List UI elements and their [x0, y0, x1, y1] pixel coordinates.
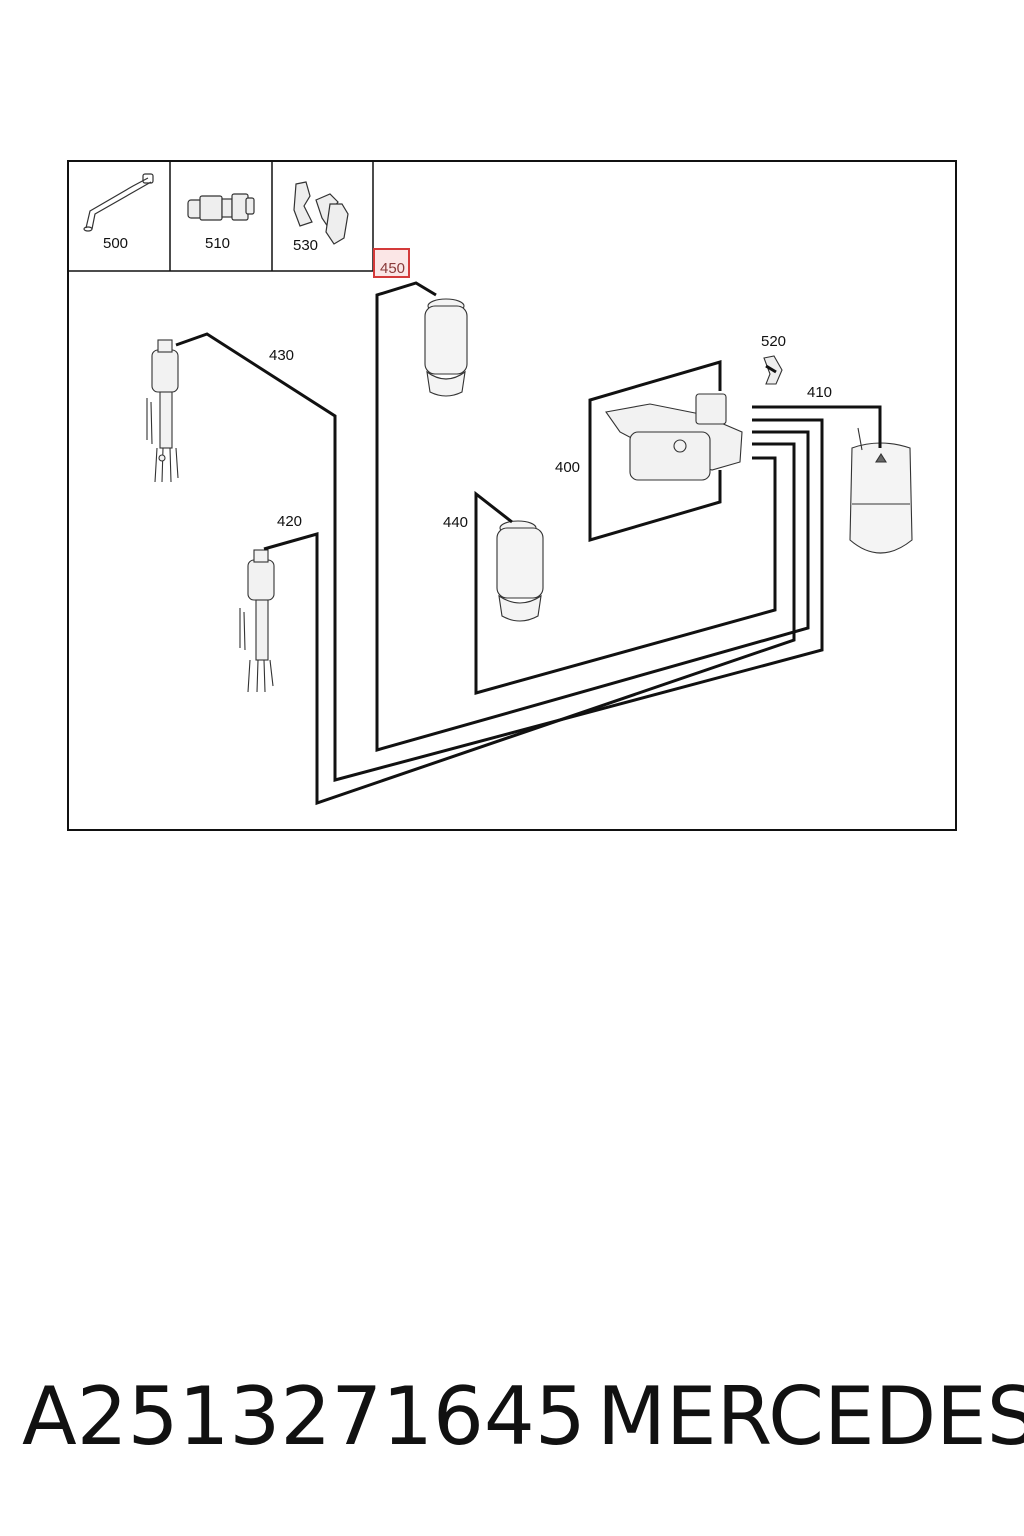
callout-400: 400 [555, 459, 580, 476]
callout-450-highlight [373, 248, 410, 278]
front-strut-right-icon [239, 549, 275, 693]
diagram-frame [67, 160, 957, 831]
air-spring-440-icon [496, 520, 544, 622]
callout-510: 510 [205, 235, 230, 252]
compressor-icon [605, 393, 743, 481]
reservoir-tank-icon [849, 427, 913, 554]
connection-lines [175, 281, 882, 806]
part-number: A2513271645 [22, 1370, 586, 1463]
callout-520: 520 [761, 333, 786, 350]
parts-diagram: 500 510 530 450 430 520 410 400 440 420 [67, 160, 957, 831]
rod-part-icon [83, 173, 154, 232]
footer-caption: A2513271645 MERCEDES [0, 1362, 1024, 1472]
connector-part-icon [187, 193, 255, 221]
callout-500: 500 [103, 235, 128, 252]
callout-430: 430 [269, 347, 294, 364]
callout-410: 410 [807, 384, 832, 401]
brand-name: MERCEDES [597, 1370, 1024, 1463]
air-spring-450-icon [424, 298, 468, 397]
callout-440: 440 [443, 514, 468, 531]
callout-420: 420 [277, 513, 302, 530]
callout-530: 530 [293, 237, 318, 254]
callout-450: 450 [380, 260, 405, 277]
front-strut-left-icon [146, 339, 179, 483]
clip-part-icon [293, 181, 349, 245]
